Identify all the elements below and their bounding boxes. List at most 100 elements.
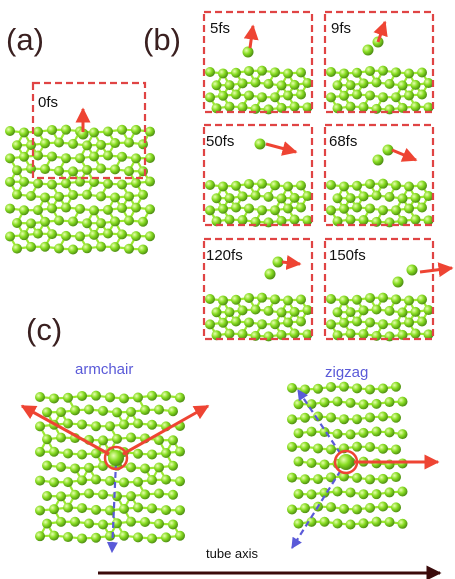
carbon-atom — [103, 178, 113, 189]
carbon-atom — [40, 241, 50, 252]
snapshot-frame-2 — [323, 10, 435, 115]
time-label-68fs: 68fs — [329, 133, 357, 150]
carbon-atom — [140, 463, 150, 474]
carbon-atom — [391, 472, 401, 483]
carbon-atom — [138, 139, 148, 150]
carbon-atom — [306, 399, 317, 410]
carbon-atom — [257, 65, 267, 76]
carbon-atom — [12, 165, 22, 176]
carbon-atom — [124, 191, 134, 202]
carbon-atom — [89, 176, 99, 187]
armchair-vector-right — [115, 404, 210, 460]
carbon-atom — [75, 176, 85, 187]
carbon-atom — [154, 518, 164, 529]
carbon-atom — [302, 305, 313, 316]
carbon-atom — [237, 215, 248, 226]
carbon-atom — [68, 166, 78, 177]
carbon-atom — [365, 203, 375, 214]
carbon-atom — [63, 418, 73, 429]
carbon-atom — [306, 489, 317, 500]
carbon-atom — [397, 329, 408, 340]
carbon-atom — [378, 473, 388, 484]
carbon-atom — [365, 412, 375, 423]
carbon-atom — [397, 193, 408, 204]
carbon-atom — [147, 419, 157, 430]
carbon-atom — [211, 103, 222, 114]
carbon-atom — [358, 427, 369, 438]
carbon-atom — [313, 411, 323, 422]
carbon-atom — [133, 418, 143, 429]
carbon-atom — [211, 80, 222, 91]
carbon-atom — [42, 460, 52, 471]
carbon-atom — [145, 204, 155, 215]
carbon-atom — [352, 472, 362, 483]
time-label-50fs: 50fs — [206, 133, 234, 150]
carbon-atom — [296, 67, 306, 78]
carbon-atom — [63, 477, 73, 488]
carbon-atom — [224, 101, 235, 112]
snapshot-lattice — [205, 292, 313, 342]
snapshot-frame-3 — [202, 123, 314, 228]
carbon-atom — [205, 67, 215, 77]
carbon-atom — [371, 489, 382, 500]
carbon-atom — [145, 126, 155, 137]
carbon-atom — [404, 90, 414, 101]
carbon-atom — [404, 203, 414, 214]
carbon-atom — [224, 193, 235, 204]
carbon-atom — [371, 516, 382, 527]
carbon-atom — [175, 505, 185, 516]
carbon-atom — [339, 68, 349, 79]
carbon-atom — [384, 191, 395, 202]
zigzag-direction-vector-down — [291, 461, 347, 549]
time-label-9fs: 9fs — [331, 20, 351, 37]
carbon-atom — [332, 486, 343, 497]
carbon-atom — [410, 306, 421, 317]
carbon-atom — [119, 393, 129, 404]
carbon-atom — [397, 429, 408, 440]
carbon-atom — [365, 384, 375, 395]
armchair-center-atom — [108, 450, 124, 466]
time-label-150fs: 150fs — [329, 247, 366, 264]
carbon-atom — [175, 392, 185, 403]
carbon-atom — [300, 441, 310, 452]
carbon-atom — [117, 124, 127, 135]
carbon-atom — [205, 205, 215, 216]
carbon-atom — [218, 68, 228, 79]
carbon-atom — [61, 124, 71, 135]
carbon-atom — [397, 102, 408, 113]
carbon-atom — [138, 189, 148, 200]
carbon-atom — [98, 405, 108, 416]
carbon-atom — [84, 462, 94, 473]
carbon-atom — [161, 448, 171, 459]
carbon-atom — [47, 179, 57, 190]
carbon-atom — [54, 215, 64, 226]
carbon-atom — [250, 304, 261, 315]
carbon-atom — [33, 150, 43, 161]
carbon-atom — [54, 191, 64, 202]
carbon-atom — [410, 101, 421, 112]
carbon-atom — [105, 475, 115, 486]
carbon-atom — [19, 151, 29, 162]
carbon-atom — [224, 307, 235, 318]
snapshot-lattice — [326, 292, 434, 342]
carbon-atom — [392, 276, 404, 288]
carbon-atom — [378, 205, 388, 216]
carbon-atom — [352, 383, 362, 394]
carbon-atom — [296, 202, 306, 213]
carbon-atom — [5, 153, 15, 164]
carbon-atom — [391, 180, 401, 191]
carbon-atom — [276, 102, 287, 113]
carbon-atom — [211, 330, 222, 341]
carbon-atom — [339, 414, 349, 425]
carbon-atom — [161, 474, 171, 485]
carbon-atom — [382, 144, 394, 156]
carbon-atom — [231, 67, 241, 78]
carbon-atom — [126, 516, 136, 527]
carbon-atom — [254, 138, 266, 150]
carbon-atom — [35, 531, 45, 542]
carbon-atom — [75, 153, 85, 164]
zigzag-center-atom — [338, 454, 354, 470]
carbon-atom — [358, 191, 369, 202]
carbon-atom — [63, 448, 73, 459]
carbon-atom — [133, 502, 143, 513]
